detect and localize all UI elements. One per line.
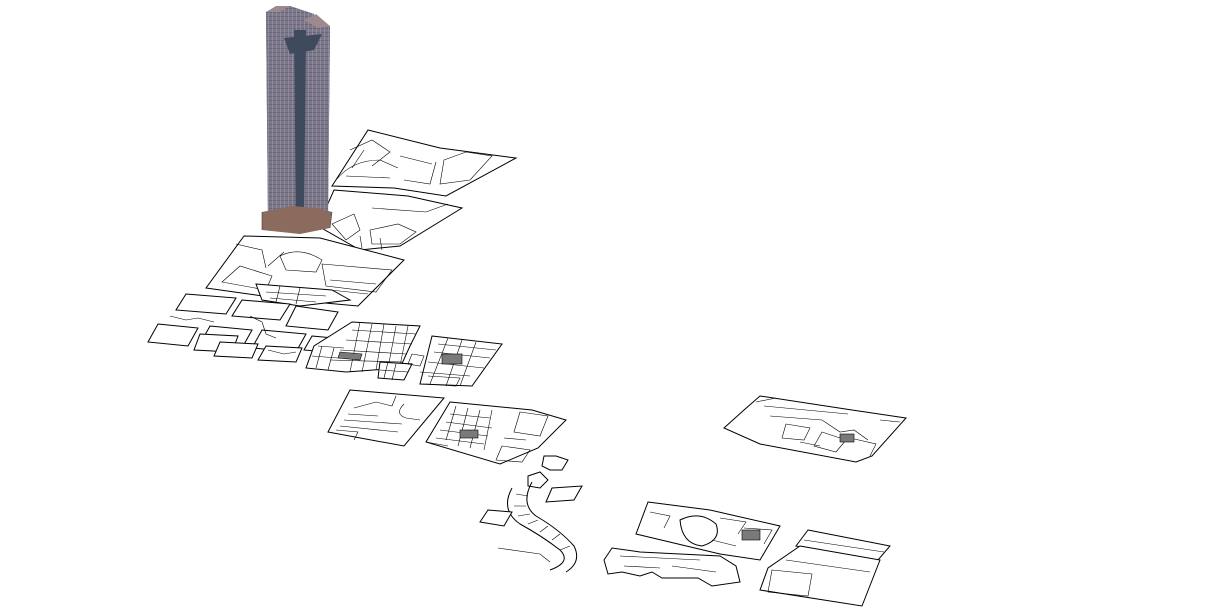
plate-east [723,395,907,463]
plate-mid-right [425,401,567,465]
plate-grid-right [407,335,503,387]
plate-upper-1 [331,129,518,197]
plate-upper-3 [205,235,405,307]
plate-far-right [759,529,891,607]
tower-model [261,6,333,234]
plate-grid-mid [305,321,421,381]
plate-upper-4 [255,283,352,307]
plate-mid-left [327,389,445,447]
plate-curve [479,455,583,573]
plate-site [603,501,781,587]
plate-upper-2 [317,189,464,251]
